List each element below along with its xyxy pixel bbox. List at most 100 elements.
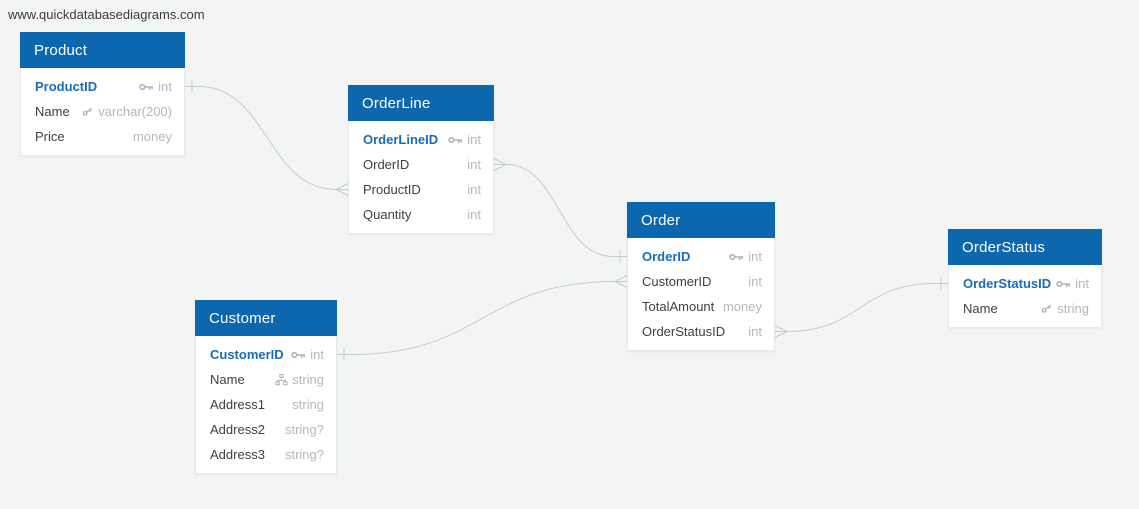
- field-name: OrderStatusID: [963, 276, 1052, 291]
- field-name: Address2: [210, 422, 265, 437]
- entity-table-body: OrderLineID int OrderID int ProductID in…: [348, 121, 494, 234]
- field-row-orderid[interactable]: OrderID int: [628, 244, 774, 269]
- entity-table-order[interactable]: Order OrderID int CustomerID int TotalAm…: [627, 202, 775, 351]
- field-name: Name: [35, 104, 70, 119]
- field-meta: int: [467, 207, 481, 222]
- field-name: OrderID: [642, 249, 691, 264]
- field-name: ProductID: [35, 79, 98, 94]
- field-meta: int: [729, 249, 762, 264]
- field-name: Price: [35, 129, 65, 144]
- entity-table-title: Customer: [209, 309, 276, 327]
- entity-table-header[interactable]: Order: [627, 202, 775, 238]
- field-row-orderid[interactable]: OrderID int: [349, 152, 493, 177]
- key-icon: [291, 350, 306, 360]
- entity-table-header[interactable]: OrderLine: [348, 85, 494, 121]
- entity-table-title: Order: [641, 211, 681, 229]
- entity-table-title: OrderStatus: [962, 238, 1046, 256]
- field-row-name[interactable]: Name string: [949, 296, 1101, 321]
- field-meta: string: [292, 397, 324, 412]
- field-meta: int: [139, 79, 172, 94]
- field-type: string: [292, 397, 324, 412]
- field-meta: varchar(200): [81, 104, 172, 119]
- field-name: Address3: [210, 447, 265, 462]
- entity-table-customer[interactable]: Customer CustomerID int Name string Addr…: [195, 300, 337, 474]
- field-type: int: [748, 324, 762, 339]
- field-row-address2[interactable]: Address2 string?: [196, 417, 336, 442]
- unique-key-icon: [81, 105, 94, 118]
- field-type: int: [310, 347, 324, 362]
- field-row-name[interactable]: Name varchar(200): [21, 99, 184, 124]
- field-type: string?: [284, 422, 324, 437]
- field-meta: int: [291, 347, 324, 362]
- field-type: string: [292, 372, 324, 387]
- field-type: int: [467, 207, 481, 222]
- field-meta: string?: [285, 422, 324, 437]
- entity-table-body: CustomerID int Name string Address1 stri…: [195, 336, 337, 474]
- field-meta: money: [723, 299, 762, 314]
- entity-table-title: OrderLine: [362, 94, 431, 112]
- entity-table-header[interactable]: Product: [20, 32, 185, 68]
- field-type: int: [467, 157, 481, 172]
- index-icon: [275, 373, 288, 386]
- field-meta: int: [448, 132, 481, 147]
- field-name: OrderID: [363, 157, 410, 172]
- field-row-orderlineid[interactable]: OrderLineID int: [349, 127, 493, 152]
- field-row-orderstatusid[interactable]: OrderStatusID int: [628, 319, 774, 344]
- field-row-quantity[interactable]: Quantity int: [349, 202, 493, 227]
- entity-table-body: OrderID int CustomerID int TotalAmount m…: [627, 238, 775, 351]
- field-row-address1[interactable]: Address1 string: [196, 392, 336, 417]
- field-name: Name: [210, 372, 245, 387]
- field-name: OrderLineID: [363, 132, 439, 147]
- field-type: int: [467, 182, 481, 197]
- field-meta: string: [1040, 301, 1089, 316]
- field-row-price[interactable]: Price money: [21, 124, 184, 149]
- key-icon: [139, 82, 154, 92]
- entity-table-orderline[interactable]: OrderLine OrderLineID int OrderID int Pr…: [348, 85, 494, 234]
- field-type: int: [748, 274, 762, 289]
- field-name: Address1: [210, 397, 265, 412]
- field-type: int: [158, 79, 172, 94]
- field-name: Name: [963, 301, 998, 316]
- field-row-productid[interactable]: ProductID int: [349, 177, 493, 202]
- field-name: Quantity: [363, 207, 412, 222]
- field-row-address3[interactable]: Address3 string?: [196, 442, 336, 467]
- entity-table-title: Product: [34, 41, 88, 59]
- field-type: money: [132, 129, 172, 144]
- field-row-productid[interactable]: ProductID int: [21, 74, 184, 99]
- key-icon: [448, 135, 463, 145]
- unique-key-icon: [1040, 302, 1053, 315]
- field-row-name[interactable]: Name string: [196, 367, 336, 392]
- key-icon: [729, 252, 744, 262]
- field-type: int: [467, 132, 481, 147]
- entity-table-body: OrderStatusID int Name string: [948, 265, 1102, 328]
- field-row-orderstatusid[interactable]: OrderStatusID int: [949, 271, 1101, 296]
- field-type: int: [1075, 276, 1089, 291]
- entity-table-body: ProductID int Name varchar(200) Price mo…: [20, 68, 185, 156]
- field-type: string?: [284, 447, 324, 462]
- field-row-totalamount[interactable]: TotalAmount money: [628, 294, 774, 319]
- field-meta: string?: [285, 447, 324, 462]
- watermark: www.quickdatabasediagrams.com: [8, 7, 205, 22]
- field-name: CustomerID: [210, 347, 284, 362]
- field-name: CustomerID: [642, 274, 712, 289]
- field-meta: int: [748, 324, 762, 339]
- field-row-customerid[interactable]: CustomerID int: [628, 269, 774, 294]
- field-meta: int: [748, 274, 762, 289]
- field-type: string: [1057, 301, 1089, 316]
- field-row-customerid[interactable]: CustomerID int: [196, 342, 336, 367]
- entity-table-product[interactable]: Product ProductID int Name varchar(200) …: [20, 32, 185, 156]
- entity-table-orderstatus[interactable]: OrderStatus OrderStatusID int Name strin…: [948, 229, 1102, 328]
- field-type: money: [722, 299, 762, 314]
- field-type: int: [748, 249, 762, 264]
- key-icon: [1056, 279, 1071, 289]
- field-name: OrderStatusID: [642, 324, 726, 339]
- field-meta: int: [467, 157, 481, 172]
- field-type: varchar(200): [98, 104, 172, 119]
- field-meta: string: [275, 372, 324, 387]
- field-meta: int: [1056, 276, 1089, 291]
- field-meta: money: [133, 129, 172, 144]
- field-meta: int: [467, 182, 481, 197]
- entity-table-header[interactable]: OrderStatus: [948, 229, 1102, 265]
- entity-table-header[interactable]: Customer: [195, 300, 337, 336]
